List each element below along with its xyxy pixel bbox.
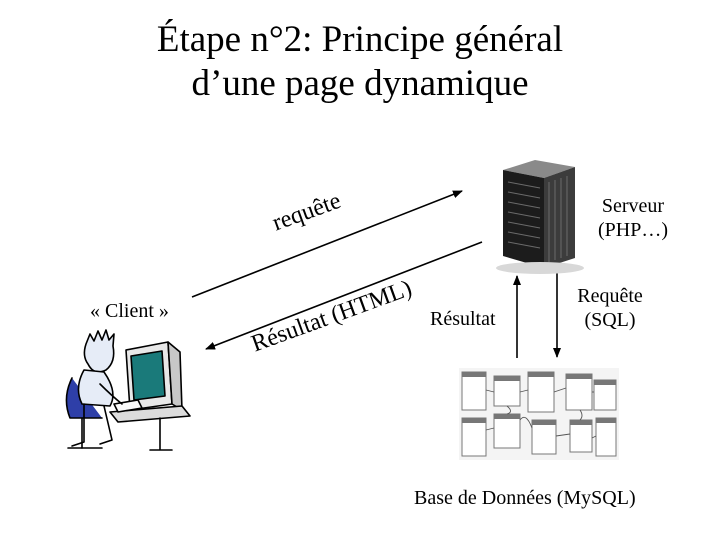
result-label: Résultat bbox=[430, 308, 496, 330]
server-icon bbox=[496, 160, 584, 274]
sql-request-label: Requête (SQL) bbox=[560, 284, 660, 332]
computer-user-icon bbox=[65, 329, 191, 451]
server-label-line-1: Serveur bbox=[601, 195, 665, 217]
database-label: Base de Données (MySQL) bbox=[414, 487, 636, 509]
slide-title: Étape n°2: Principe général d’une page d… bbox=[0, 18, 720, 106]
result-html-arrow bbox=[205, 241, 483, 350]
sql-request-label-line-1: Requête bbox=[577, 285, 643, 307]
server-label-line-2: (PHP…) bbox=[597, 219, 668, 241]
sql-request-label-line-2: (SQL) bbox=[584, 309, 636, 331]
database-schema-icon bbox=[459, 368, 619, 460]
slide-title-line-1: Étape n°2: Principe général bbox=[156, 19, 564, 60]
server-label: Serveur (PHP…) bbox=[578, 194, 688, 242]
client-label: « Client » bbox=[90, 300, 169, 322]
slide-title-line-2: d’une page dynamique bbox=[191, 63, 529, 104]
request-arrow bbox=[191, 190, 463, 298]
